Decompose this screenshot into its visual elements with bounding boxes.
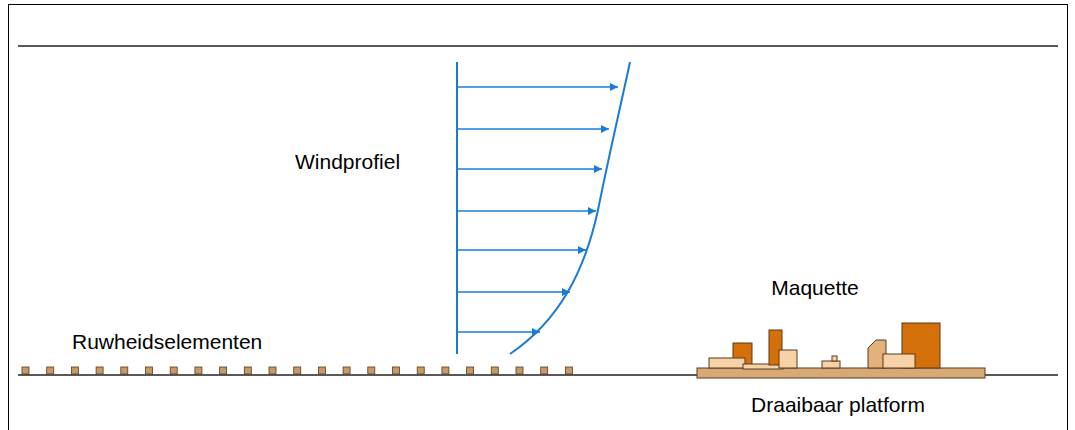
tunnel-floor — [985, 374, 1058, 376]
roughness-elements — [22, 367, 572, 374]
model-label: Maquette — [771, 276, 859, 300]
frame — [9, 5, 1068, 430]
tunnel-ceiling — [18, 45, 1058, 47]
platform-label: Draaibaar platform — [751, 393, 925, 417]
profile-label: Windprofiel — [295, 150, 400, 174]
roughness-label: Ruwheidselementen — [72, 330, 262, 354]
scale-model — [697, 323, 985, 378]
wind-profile — [457, 62, 630, 354]
tunnel-floor — [18, 374, 698, 376]
